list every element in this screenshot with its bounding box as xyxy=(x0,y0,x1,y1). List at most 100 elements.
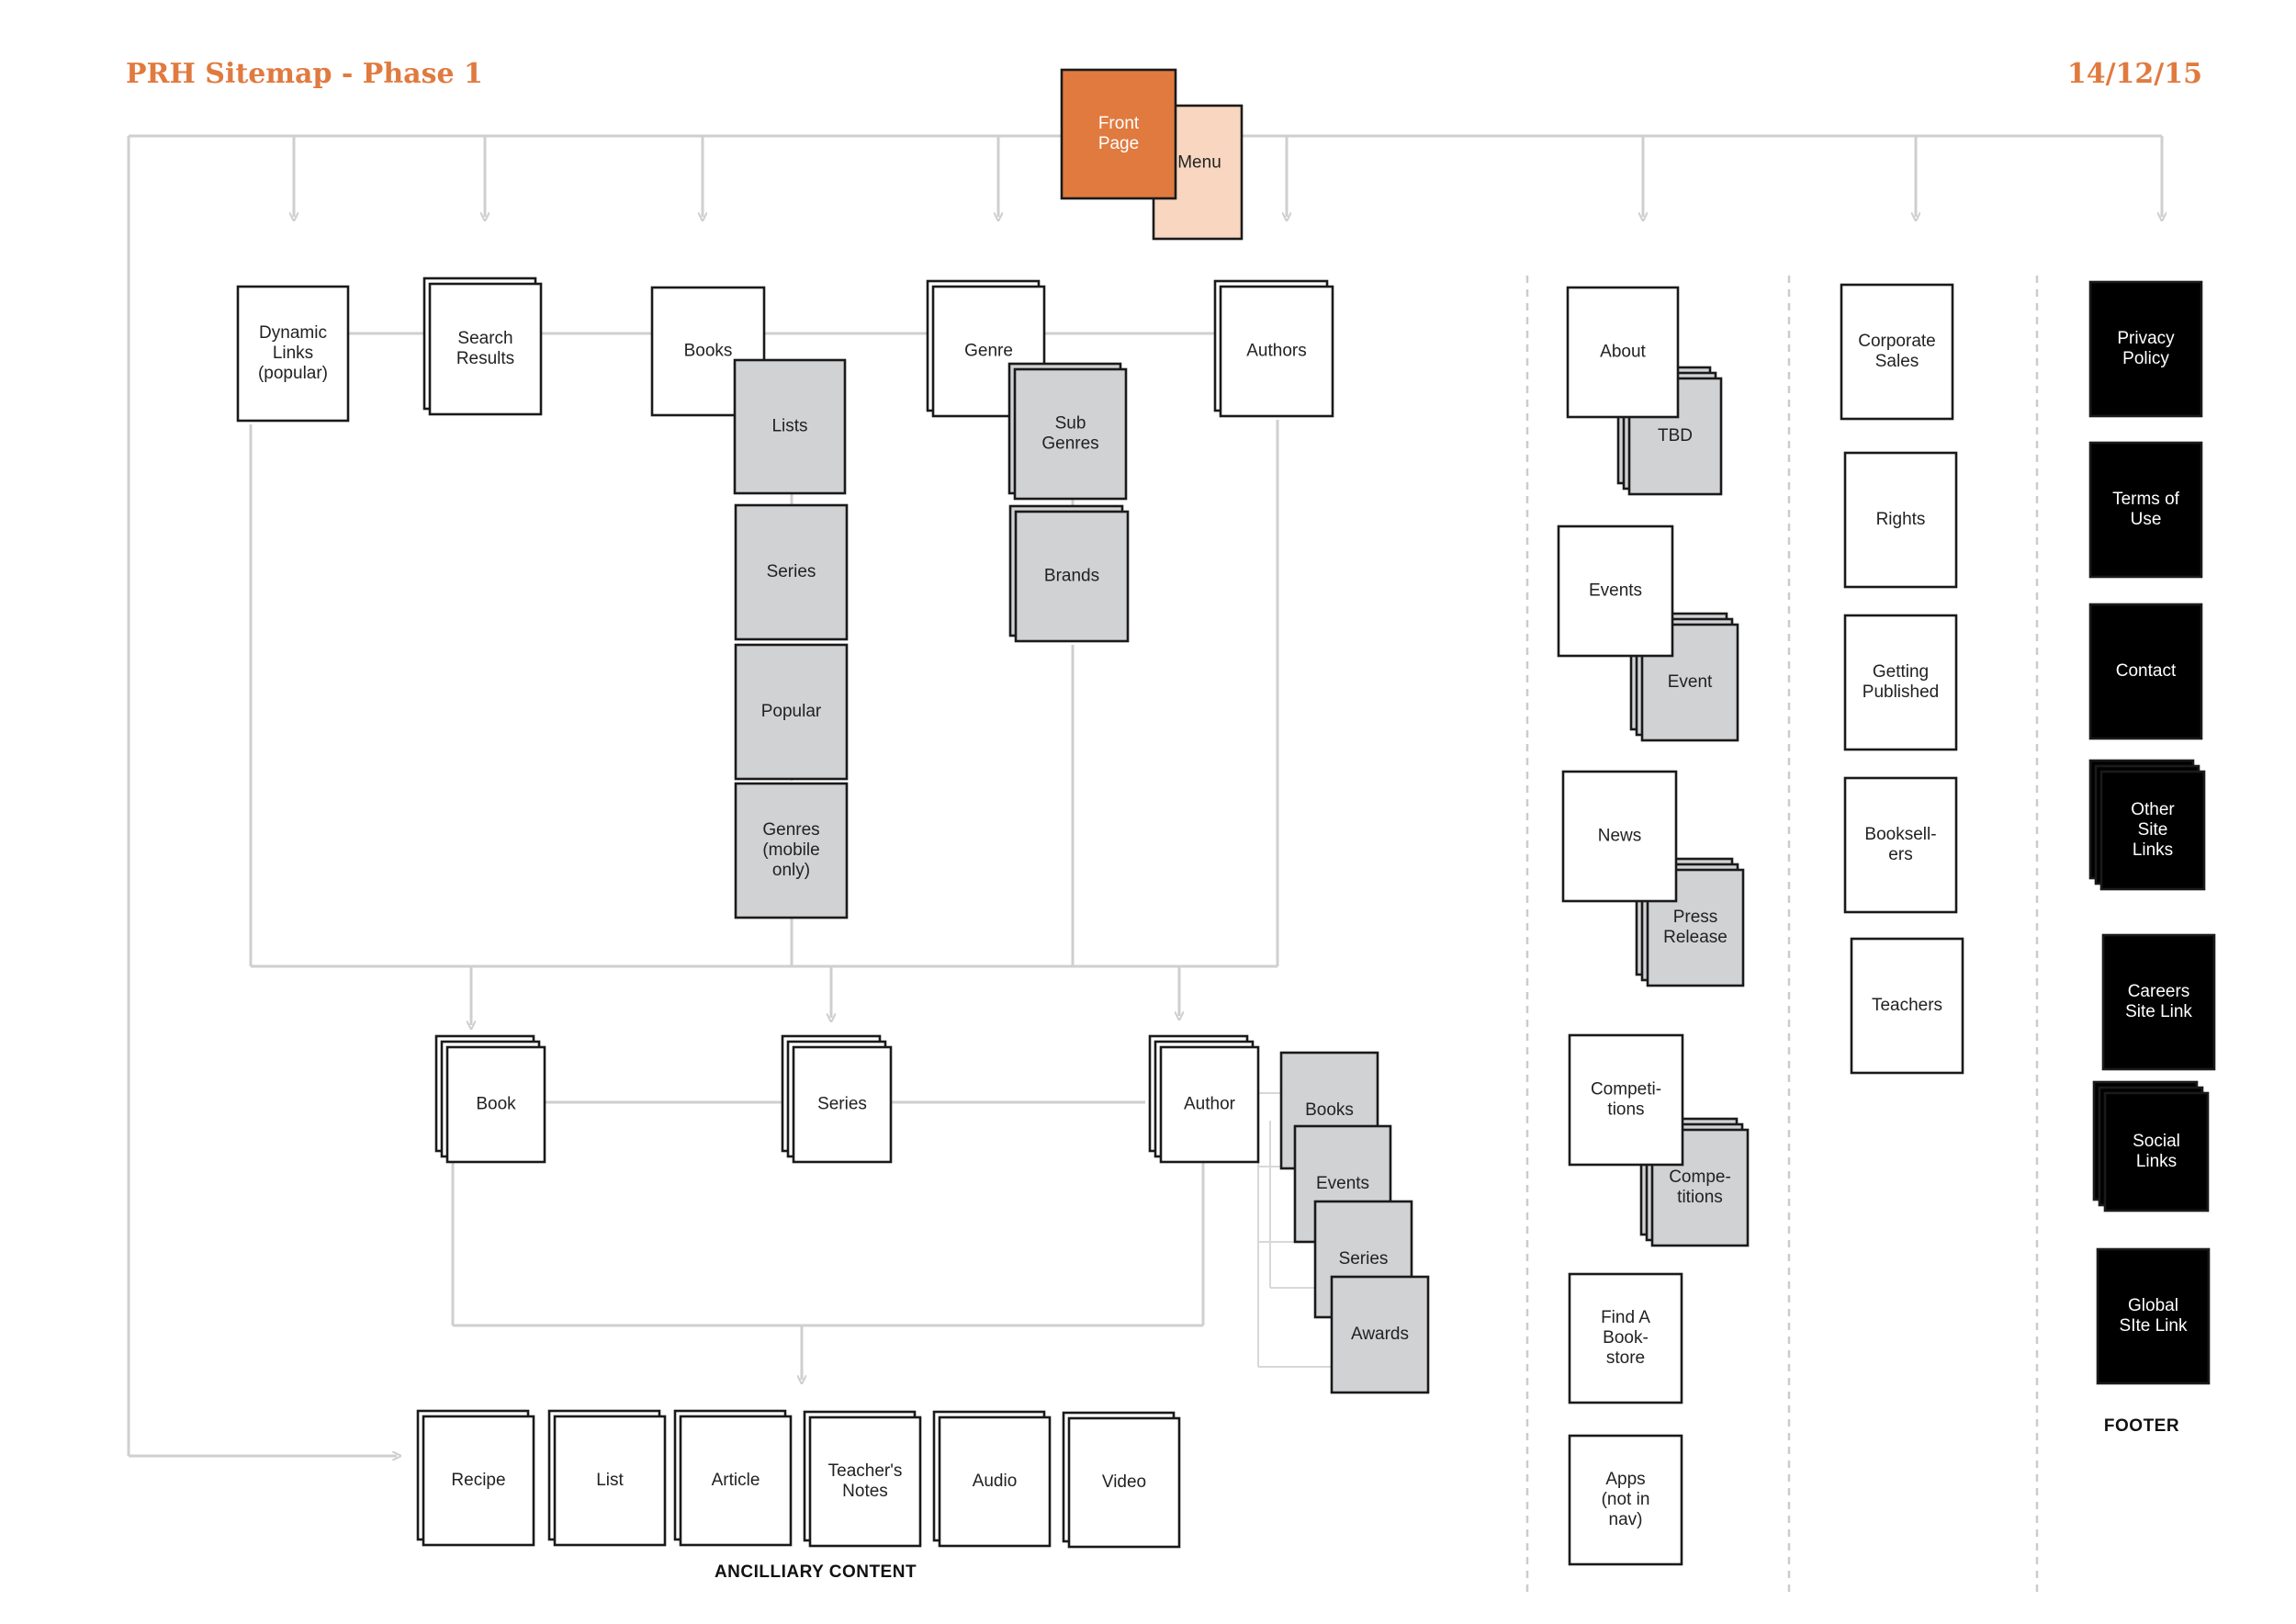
node-careers-site-link-box xyxy=(2101,933,2216,1071)
node-list-label: List xyxy=(596,1471,624,1490)
node-series-listing-box xyxy=(734,503,849,641)
node-audio-label: Audio xyxy=(973,1472,1018,1491)
node-brands: Brands xyxy=(1008,504,1130,643)
node-book-label: Book xyxy=(476,1095,516,1114)
node-rights-box xyxy=(1843,451,1958,589)
node-tbd-label: TBD xyxy=(1658,426,1693,445)
node-booksellers: Booksell-ers xyxy=(1843,776,1958,914)
node-author-awards-box xyxy=(1330,1275,1430,1394)
node-teachers-notes-box xyxy=(808,1415,922,1548)
node-author-series-label: Series xyxy=(1339,1249,1389,1269)
node-teachers: Teachers xyxy=(1850,937,1964,1075)
node-popular: Popular xyxy=(734,643,849,781)
node-news-box xyxy=(1561,770,1678,903)
node-series-label: Series xyxy=(817,1095,867,1114)
node-author: Author xyxy=(1148,1034,1260,1164)
node-list-box xyxy=(553,1415,667,1547)
node-apps-box xyxy=(1568,1434,1683,1566)
column-separators xyxy=(1525,276,2039,1598)
node-author-awards: Awards xyxy=(1330,1275,1430,1394)
node-author-books-label: Books xyxy=(1305,1100,1354,1120)
page-date: 14/12/15 xyxy=(2067,58,2202,90)
node-events-label: Events xyxy=(1589,581,1642,601)
node-terms-of-use-box xyxy=(2088,441,2203,579)
footer-label: FOOTER xyxy=(2104,1416,2179,1436)
node-events-box xyxy=(1557,524,1674,658)
node-competitions-detail-label: Compe-titions xyxy=(1669,1167,1731,1207)
node-dynamic-links-box xyxy=(236,285,350,423)
node-article: Article xyxy=(673,1409,793,1547)
node-book: Book xyxy=(434,1034,546,1164)
node-sub-genres-box xyxy=(1013,367,1128,501)
node-rights: Rights xyxy=(1843,451,1958,589)
node-recipe: Recipe xyxy=(416,1409,535,1547)
node-competitions-label: Competi-tions xyxy=(1591,1080,1661,1120)
ancillary-content-label: ANCILLIARY CONTENT xyxy=(715,1562,917,1582)
node-popular-box xyxy=(734,643,849,781)
node-author-events-label: Events xyxy=(1316,1174,1369,1193)
node-getting-published-box xyxy=(1843,614,1958,751)
node-series: Series xyxy=(781,1034,893,1164)
node-front-page-box xyxy=(1060,68,1177,200)
node-contact-box xyxy=(2088,603,2203,740)
node-menu-label: Menu xyxy=(1177,153,1221,173)
node-genres-mobile-box xyxy=(734,782,849,919)
node-global-site-link-box xyxy=(2096,1247,2211,1385)
node-events: Events xyxy=(1557,524,1674,658)
page-title: PRH Sitemap - Phase 1 xyxy=(126,58,483,90)
node-video: Video xyxy=(1062,1411,1181,1549)
node-popular-label: Popular xyxy=(761,702,822,721)
node-recipe-label: Recipe xyxy=(451,1471,505,1490)
node-social-links-box xyxy=(2103,1091,2210,1212)
node-article-box xyxy=(679,1415,793,1547)
node-contact-label: Contact xyxy=(2116,661,2177,681)
node-genre-label: Genre xyxy=(964,342,1013,361)
node-contact: Contact xyxy=(2088,603,2203,740)
node-lists-box xyxy=(733,358,847,495)
node-news: News xyxy=(1561,770,1678,903)
node-booksellers-box xyxy=(1843,776,1958,914)
node-brands-label: Brands xyxy=(1044,567,1099,586)
node-authors-label: Authors xyxy=(1246,342,1306,361)
node-teachers-label: Teachers xyxy=(1872,996,1942,1015)
node-series-box xyxy=(792,1045,893,1164)
node-series-listing-label: Series xyxy=(767,562,816,581)
node-video-box xyxy=(1067,1416,1181,1549)
node-about: About xyxy=(1566,286,1680,419)
node-find-a-bookstore-box xyxy=(1568,1272,1683,1404)
node-article-label: Article xyxy=(712,1471,760,1490)
node-privacy-policy-box xyxy=(2088,280,2203,418)
node-authors: Authors xyxy=(1213,279,1334,418)
